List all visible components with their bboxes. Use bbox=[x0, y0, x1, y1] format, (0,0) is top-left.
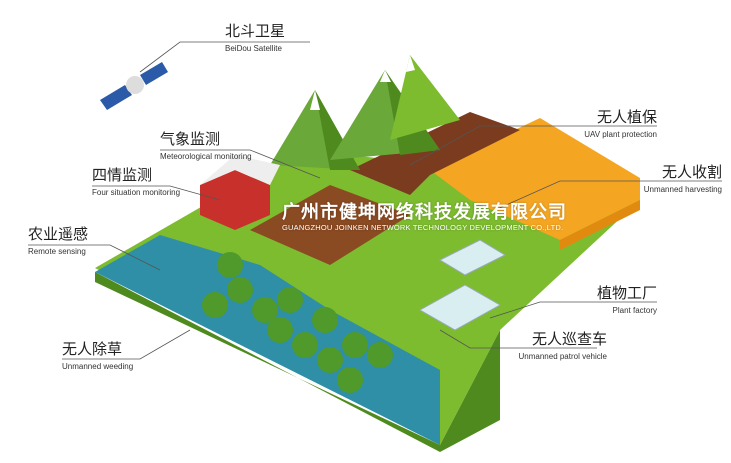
label-meteorological: 气象监测 Meteorological monitoring bbox=[160, 130, 252, 161]
label-remote-sensing: 农业遥感 Remote sensing bbox=[28, 225, 89, 256]
label-four-situation: 四情监测 Four situation monitoring bbox=[92, 166, 181, 197]
barn bbox=[200, 170, 270, 230]
greenhouse bbox=[418, 284, 502, 331]
satellite-icon bbox=[100, 62, 168, 110]
label-plant-factory: 植物工厂 Plant factory bbox=[596, 284, 657, 315]
watermark: 广州市健坤网络科技发展有限公司 GUANGZHOU JOINKEN NETWOR… bbox=[282, 202, 567, 233]
river bbox=[95, 235, 440, 445]
label-beidou: 北斗卫星 BeiDou Satellite bbox=[225, 22, 286, 53]
crop-field bbox=[250, 185, 410, 265]
label-uav: 无人植保 UAV plant protection bbox=[584, 108, 657, 139]
greenhouse bbox=[438, 239, 507, 276]
orchard bbox=[202, 252, 393, 393]
ground-side bbox=[95, 272, 500, 452]
label-patrol-vehicle: 无人巡查车 Unmanned patrol vehicle bbox=[518, 330, 608, 361]
label-unmanned-weeding: 无人除草 Unmanned weeding bbox=[62, 340, 134, 371]
label-harvesting: 无人收割 Unmanned harvesting bbox=[643, 163, 722, 194]
soil-field bbox=[350, 112, 520, 195]
